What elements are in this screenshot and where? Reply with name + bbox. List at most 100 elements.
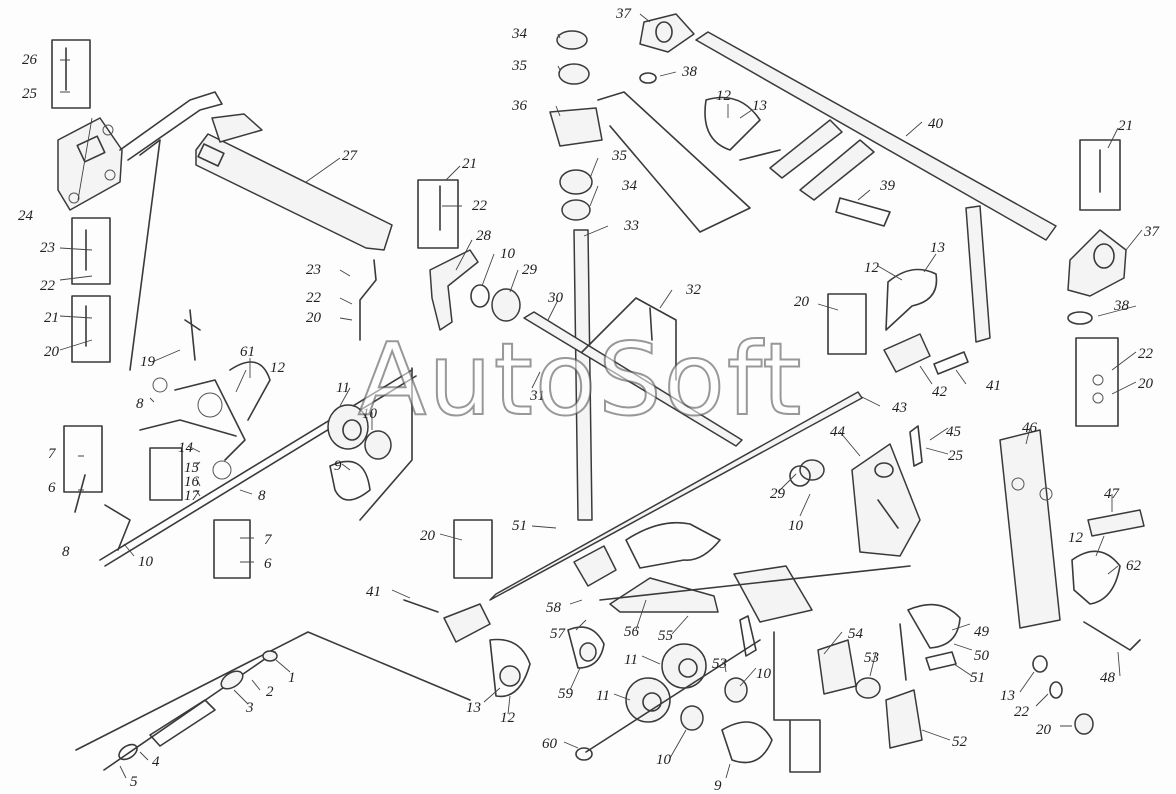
callout-22: 22 xyxy=(472,198,488,214)
callout-15: 15 xyxy=(184,460,200,476)
callout-20: 20 xyxy=(306,310,322,326)
callout-29: 29 xyxy=(522,262,538,278)
callout-41: 41 xyxy=(366,584,381,600)
callout-20: 20 xyxy=(794,294,810,310)
callout-11: 11 xyxy=(596,688,610,704)
lever-bracket-46 xyxy=(999,429,1145,735)
left-shaft-assembly xyxy=(75,367,471,751)
callout-52: 52 xyxy=(952,734,968,750)
cross-shaft-40 xyxy=(639,13,1057,343)
callout-54: 54 xyxy=(848,626,864,642)
callout-42: 42 xyxy=(932,384,948,400)
callout-19: 19 xyxy=(140,354,156,370)
callout-49: 49 xyxy=(974,624,990,640)
callout-8: 8 xyxy=(136,396,144,412)
callout-9: 9 xyxy=(334,458,342,474)
bracket-44 xyxy=(789,425,923,557)
leader-lines xyxy=(59,13,1143,779)
callout-34: 34 xyxy=(621,178,638,194)
callout-13: 13 xyxy=(752,98,767,114)
callout-38: 38 xyxy=(1113,298,1130,314)
callout-12: 12 xyxy=(500,710,516,726)
callout-23: 23 xyxy=(306,262,321,278)
callout-4: 4 xyxy=(152,754,160,770)
callout-1: 1 xyxy=(288,670,296,686)
callout-39: 39 xyxy=(879,178,896,194)
callout-50: 50 xyxy=(974,648,990,664)
callout-55: 55 xyxy=(658,628,674,644)
callout-59: 59 xyxy=(558,686,574,702)
callout-16: 16 xyxy=(184,474,200,490)
vertical-shaft-33 xyxy=(523,30,751,521)
callout-7: 7 xyxy=(264,532,273,548)
callout-48: 48 xyxy=(1100,670,1116,686)
callout-12: 12 xyxy=(864,260,880,276)
callout-2: 2 xyxy=(266,684,274,700)
callout-58: 58 xyxy=(546,600,562,616)
callout-11: 11 xyxy=(624,652,638,668)
callout-10: 10 xyxy=(362,406,378,422)
callout-36: 36 xyxy=(511,98,528,114)
callout-13: 13 xyxy=(930,240,945,256)
callout-8: 8 xyxy=(62,544,70,560)
callout-21: 21 xyxy=(44,310,59,326)
callout-43: 43 xyxy=(892,400,907,416)
callout-40: 40 xyxy=(928,116,944,132)
callout-24: 24 xyxy=(18,208,34,224)
callout-60: 60 xyxy=(542,736,558,752)
callout-25: 25 xyxy=(22,86,38,102)
callout-3: 3 xyxy=(245,700,254,716)
callout-8: 8 xyxy=(258,488,266,504)
callout-27: 27 xyxy=(342,148,359,164)
callout-53: 53 xyxy=(864,650,879,666)
callout-28: 28 xyxy=(476,228,492,244)
callout-56: 56 xyxy=(624,624,640,640)
callout-20: 20 xyxy=(1036,722,1052,738)
linkage-43-assembly xyxy=(489,268,969,601)
callout-35: 35 xyxy=(611,148,628,164)
arm-28-assembly xyxy=(417,179,521,331)
callout-6: 6 xyxy=(264,556,272,572)
callout-53: 53 xyxy=(712,656,727,672)
callout-11: 11 xyxy=(336,380,350,396)
callout-35: 35 xyxy=(511,58,528,74)
callout-20: 20 xyxy=(44,344,60,360)
left-bracket-assembly xyxy=(51,39,223,371)
callout-33: 33 xyxy=(623,218,639,234)
callout-62: 62 xyxy=(1126,558,1142,574)
callout-10: 10 xyxy=(656,752,672,768)
callout-21: 21 xyxy=(1118,118,1133,134)
callout-22: 22 xyxy=(40,278,56,294)
callout-12: 12 xyxy=(1068,530,1084,546)
callout-12: 12 xyxy=(270,360,286,376)
callout-10: 10 xyxy=(500,246,516,262)
lower-linkage-assembly xyxy=(403,519,961,773)
callout-25: 25 xyxy=(948,448,964,464)
callout-31: 31 xyxy=(529,388,545,404)
callout-41: 41 xyxy=(986,378,1001,394)
callout-17: 17 xyxy=(184,488,201,504)
callout-51: 51 xyxy=(970,670,985,686)
callout-22: 22 xyxy=(1014,704,1030,720)
callout-37: 37 xyxy=(1143,224,1161,240)
callout-21: 21 xyxy=(462,156,477,172)
callout-22: 22 xyxy=(306,290,322,306)
callout-51: 51 xyxy=(512,518,527,534)
callout-47: 47 xyxy=(1104,486,1121,502)
callout-29: 29 xyxy=(770,486,786,502)
callout-46: 46 xyxy=(1022,420,1038,436)
callout-9: 9 xyxy=(714,778,722,794)
callout-26: 26 xyxy=(22,52,38,68)
lever-cluster xyxy=(63,309,271,579)
callout-12: 12 xyxy=(716,88,732,104)
callout-22: 22 xyxy=(1138,346,1154,362)
callout-61: 61 xyxy=(240,344,255,360)
callout-10: 10 xyxy=(788,518,804,534)
callout-7: 7 xyxy=(48,446,57,462)
callout-13: 13 xyxy=(466,700,481,716)
right-bracket-37 xyxy=(1067,139,1127,427)
callout-34: 34 xyxy=(511,26,528,42)
callout-5: 5 xyxy=(130,774,138,790)
